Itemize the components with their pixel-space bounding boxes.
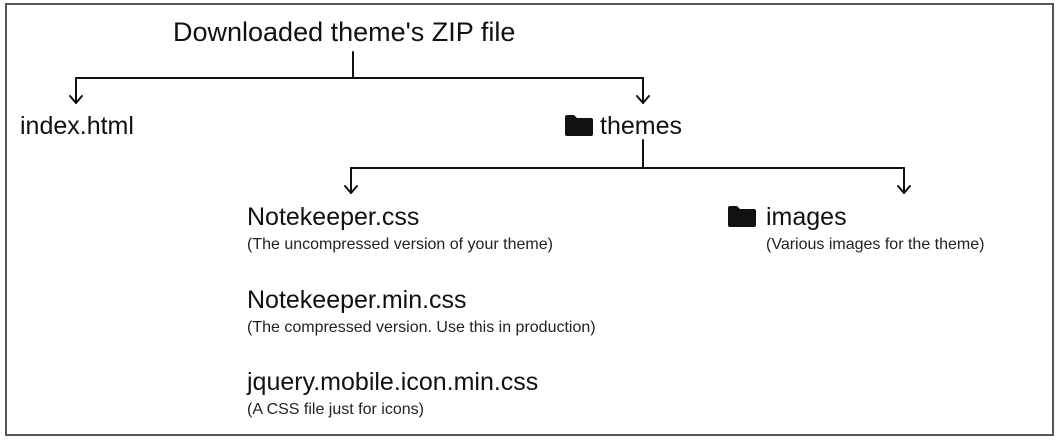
files-arrowhead (344, 185, 358, 194)
file-description-jquery-icon-css: (A CSS file just for icons) (247, 401, 424, 418)
themes-folder-icon (565, 115, 593, 136)
diagram-frame (5, 3, 1054, 436)
themes-folder-label: themes (600, 112, 682, 140)
index-arrowhead (69, 95, 83, 104)
index-file-label: index.html (20, 112, 134, 140)
file-description-notekeeper-css: (The uncompressed version of your theme) (247, 236, 553, 253)
file-description-notekeeper-min-css: (The compressed version. Use this in pro… (247, 319, 596, 336)
file-name-notekeeper-css: Notekeeper.css (247, 203, 420, 231)
images-folder-icon (728, 206, 756, 227)
file-name-notekeeper-min-css: Notekeeper.min.css (247, 286, 467, 314)
file-name-jquery-icon-css: jquery.mobile.icon.min.css (247, 368, 539, 396)
root-label: Downloaded theme's ZIP file (173, 17, 516, 47)
themes-arrowhead (636, 95, 650, 104)
images-folder-label: images (766, 203, 847, 231)
images-arrowhead (897, 185, 911, 194)
images-folder-description: (Various images for the theme) (766, 236, 985, 253)
